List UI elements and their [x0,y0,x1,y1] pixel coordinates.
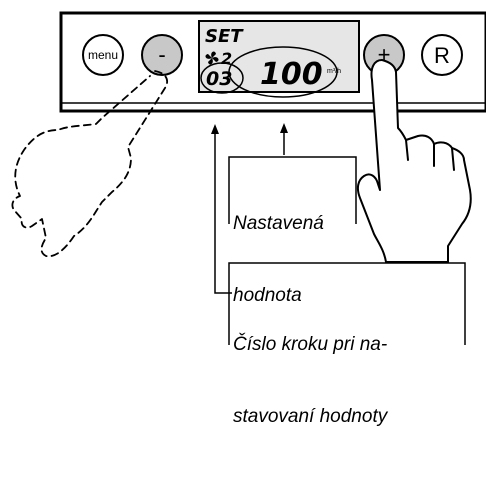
set-value-callout-box [228,156,357,224]
set-value-callout: Nastavená hodnota [233,164,324,356]
left-hand-dashed-icon [11,70,168,258]
control-panel-diagram: menu - + R SET 2 03 100 m³/h [11,11,486,345]
step-number-callout-box [228,262,466,345]
step-number-callout-line-2: stavovaní hodnoty [233,406,388,427]
lcd-mode-text: SET [205,26,244,47]
set-value-callout-line-1: Nastavená [233,213,324,234]
value-highlight [228,46,338,98]
value-pointer-arrow [280,123,288,155]
reset-button-label: R [434,43,450,68]
menu-button-label: menu [88,48,118,62]
step-number-callout: Číslo kroku pri na- stavovaní hodnoty [233,285,387,477]
right-hand-icon [356,59,472,263]
diagram: menu - + R SET 2 03 100 m³/h [11,11,486,427]
lcd-fan-level-text: 2 [221,49,232,68]
reset-button[interactable]: R [421,34,463,76]
lcd-step-number-text: 03 [206,68,232,90]
step-number-highlight [200,62,244,94]
lcd-display: SET 2 03 100 m³/h [198,20,360,93]
step-number-callout-line-1: Číslo kroku pri na- [233,334,388,355]
step-number-pointer-arrow [211,124,232,294]
lcd-unit-text: m³/h [327,68,341,75]
lcd-value-text: 100 [260,57,323,92]
menu-button[interactable]: menu [82,34,124,76]
minus-button[interactable]: - [141,34,183,76]
lcd-frame [198,20,360,93]
fan-icon [205,51,219,65]
minus-button-label: - [158,42,165,67]
set-value-callout-line-2: hodnota [233,285,302,306]
